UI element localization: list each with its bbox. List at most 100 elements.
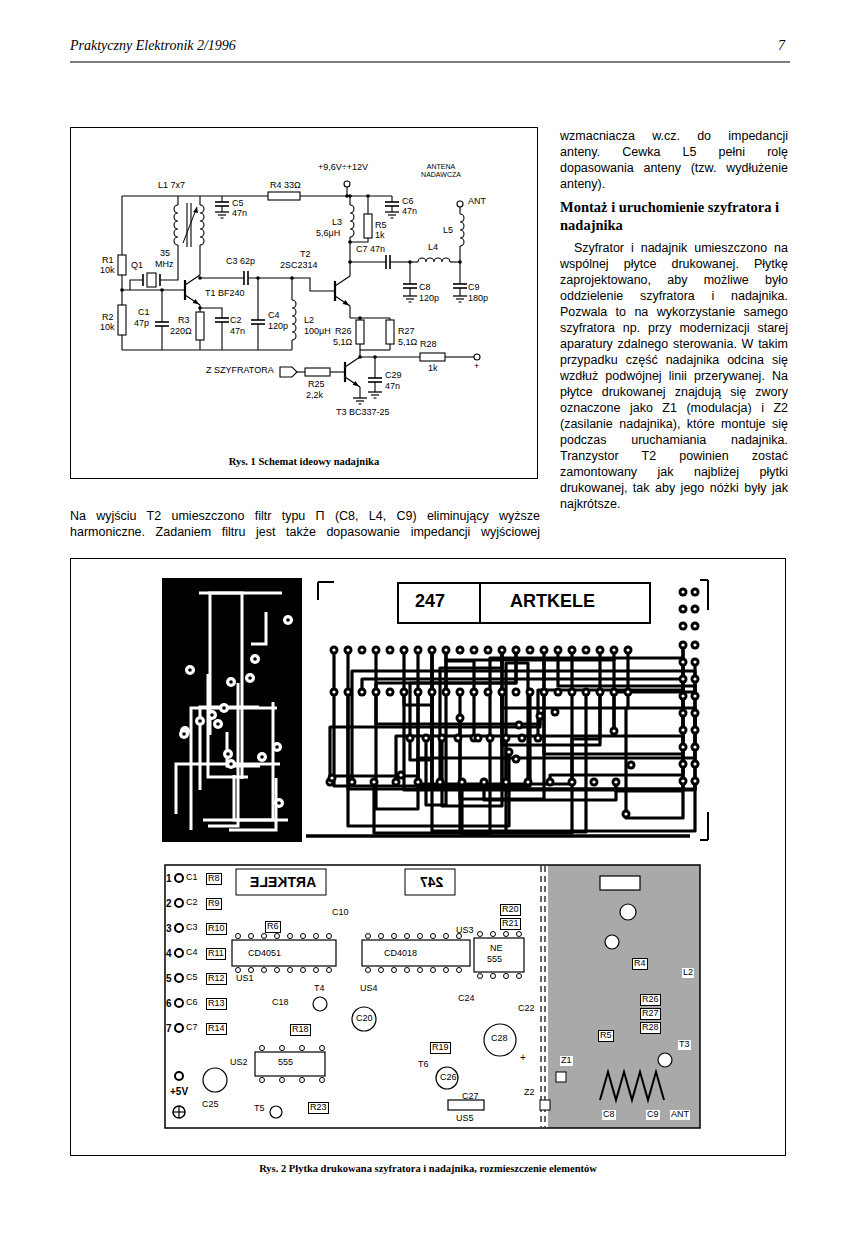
ground-symbol — [391, 217, 394, 218]
solder-pad — [386, 688, 395, 697]
pin-label: 2 — [166, 898, 172, 909]
pad-hole — [476, 736, 479, 739]
junction-dot — [408, 260, 412, 264]
pin-label: +5V — [170, 1086, 188, 1097]
component-label: C5 — [186, 973, 198, 983]
component-label: NE — [490, 944, 503, 954]
part-label: 5,1Ω — [398, 338, 417, 348]
ic-pin — [300, 1046, 305, 1051]
wire — [374, 357, 375, 378]
isolation-track — [199, 593, 242, 779]
pad-hole — [500, 648, 503, 651]
pad-hole — [500, 690, 503, 693]
solder-pad — [691, 726, 700, 735]
figure-frame: Rys. 1 Schemat ideowy nadajnika — [70, 127, 538, 479]
solder-pad — [526, 688, 535, 697]
component-label: C20 — [356, 1014, 373, 1024]
component-label: R21 — [500, 918, 521, 930]
component-label: R12 — [206, 973, 227, 985]
wire — [349, 242, 350, 276]
solder-pad — [691, 709, 700, 718]
solder-pad — [486, 734, 495, 743]
ic-pin — [392, 968, 397, 973]
tuning-arrow — [183, 207, 197, 243]
resistor-symbol — [420, 353, 445, 361]
body-text: Na wyjściu T2 umieszczono filtr typu Π (… — [70, 508, 540, 540]
solder-pad — [515, 721, 524, 730]
ic-pin — [478, 974, 483, 979]
part-label: 10k — [100, 323, 115, 333]
ic-pin — [457, 968, 462, 973]
wire — [122, 349, 292, 350]
ground-symbol — [371, 394, 379, 395]
pad-hole — [399, 773, 402, 776]
pad-hole — [693, 728, 696, 731]
pad-hole — [416, 780, 419, 783]
solder-pad — [536, 712, 545, 721]
solder-pad — [185, 665, 195, 675]
pad-hole — [612, 690, 615, 693]
solder-pad — [226, 677, 236, 687]
pad-hole — [430, 690, 433, 693]
junction-dot — [366, 194, 370, 198]
capacitor-symbol — [453, 283, 467, 285]
pad-hole — [584, 648, 587, 651]
part-label: C2 — [230, 316, 242, 326]
junction-dot — [358, 355, 362, 359]
solder-pad — [498, 688, 507, 697]
solder-pad — [428, 646, 437, 655]
ground-symbol — [356, 400, 364, 401]
part-label: C5 — [232, 199, 244, 209]
electrolytic-capacitor — [352, 1007, 376, 1031]
part-label: L3 — [332, 218, 342, 228]
pad-hole — [438, 780, 441, 783]
capacitor-symbol — [243, 271, 245, 285]
copper-track — [626, 708, 695, 814]
wire — [291, 278, 292, 300]
pad-hole — [520, 736, 523, 739]
solder-pad — [582, 688, 591, 697]
solder-pad — [679, 743, 688, 752]
solder-pad — [691, 588, 700, 597]
capacitor-symbol — [215, 201, 229, 203]
pad-hole — [681, 624, 684, 627]
pad-hole — [430, 648, 433, 651]
pad-hole — [693, 779, 696, 782]
corner-mark — [707, 580, 709, 610]
ic-pin — [288, 934, 293, 939]
wire — [199, 196, 200, 205]
ground-symbol — [456, 298, 464, 299]
solder-pad — [283, 615, 293, 625]
terminal — [457, 201, 463, 207]
ic-pin — [379, 968, 384, 973]
wire — [122, 195, 268, 196]
pad-hole — [584, 690, 587, 693]
pad-hole — [222, 706, 226, 710]
solder-pad — [691, 675, 700, 684]
pad-hole — [681, 762, 684, 765]
solder-pad — [679, 692, 688, 701]
ic-pin — [491, 974, 496, 979]
board-marking: ARTKELE — [250, 875, 316, 890]
solder-pad — [691, 622, 700, 631]
solder-pad — [512, 688, 521, 697]
resistor-symbol — [268, 192, 300, 200]
pad-hole — [528, 690, 531, 693]
ic-pin — [300, 1078, 305, 1083]
wire — [409, 262, 410, 284]
solder-pad — [526, 646, 535, 655]
ic-pin — [504, 932, 509, 937]
part-label: 47n — [230, 327, 245, 337]
part-label: ANT — [468, 197, 486, 207]
coil-symbol — [418, 258, 450, 262]
solder-pad — [540, 646, 549, 655]
isolation-track — [251, 612, 266, 644]
part-label: 47n — [232, 209, 247, 219]
copper-track — [538, 645, 683, 738]
component-label: T5 — [254, 1104, 265, 1114]
component-label: R5 — [598, 1030, 614, 1042]
pad-hole — [394, 780, 397, 783]
pad-hole — [210, 713, 214, 717]
solder-pad — [534, 734, 543, 743]
pad-hole — [548, 780, 551, 783]
